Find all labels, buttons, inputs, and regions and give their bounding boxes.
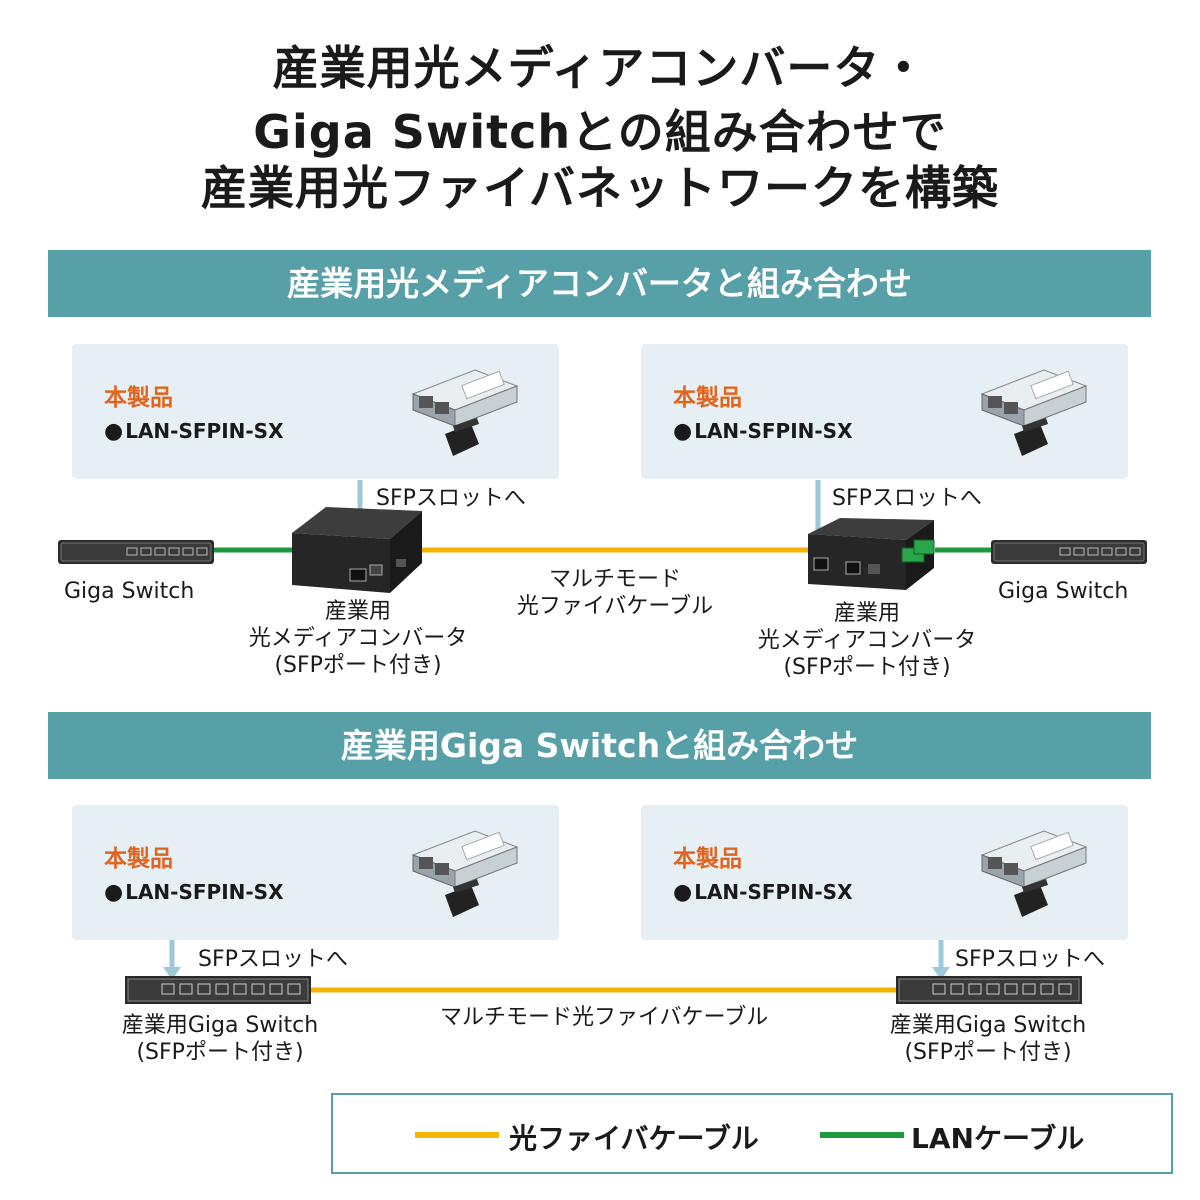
industrial-switch-label-right: 産業用Giga Switch(SFPポート付き) <box>889 1013 1087 1065</box>
legend-fiber-swatch <box>415 1132 499 1138</box>
sfp-slot-label-right: SFPスロットへ <box>832 486 982 511</box>
bullet-icon: ● <box>673 419 693 444</box>
sfp-module-image <box>974 825 1094 920</box>
fiber-cable-label: マルチモード光ファイバケーブル <box>440 1005 769 1030</box>
sfp-slot-label-left: SFPスロットへ <box>376 486 526 511</box>
giga-switch-label-left: Giga Switch <box>64 579 195 604</box>
giga-switch-left-image <box>57 537 215 567</box>
industrial-switch-right-image <box>895 974 1083 1006</box>
sfp-module-image <box>405 364 525 459</box>
legend: 光ファイバケーブル LANケーブル <box>331 1093 1173 1174</box>
main-title-line2: Giga Switchとの組み合わせで <box>253 105 947 159</box>
legend-fiber-label: 光ファイバケーブル <box>509 1122 759 1155</box>
section1-product-box-left: 本製品 ●LAN-SFPIN-SX <box>72 344 559 479</box>
giga-switch-right-image <box>990 537 1148 567</box>
media-converter-label-right: 産業用光メディアコンバータ(SFPポート付き) <box>757 601 977 680</box>
section2-connections <box>163 940 950 993</box>
media-converter-label-left: 産業用光メディアコンバータ(SFPポート付き) <box>248 599 468 678</box>
sfp-slot-label-right: SFPスロットへ <box>955 947 1105 972</box>
media-converter-left-image <box>290 503 425 595</box>
fiber-cable-label: マルチモード光ファイバケーブル <box>516 567 714 619</box>
product-model: ●LAN-SFPIN-SX <box>104 880 284 905</box>
industrial-switch-left-image <box>124 974 312 1006</box>
bullet-icon: ● <box>673 880 693 905</box>
sfp-module-image <box>974 364 1094 459</box>
product-label: 本製品 <box>104 385 173 411</box>
section2-heading: 産業用Giga Switchと組み合わせ <box>48 712 1151 779</box>
main-title-line1: 産業用光メディアコンバータ・ <box>272 41 928 95</box>
section2-product-box-left: 本製品 ●LAN-SFPIN-SX <box>72 805 559 940</box>
giga-switch-label-right: Giga Switch <box>998 579 1129 604</box>
section2-product-box-right: 本製品 ●LAN-SFPIN-SX <box>641 805 1128 940</box>
section1-product-box-right: 本製品 ●LAN-SFPIN-SX <box>641 344 1128 479</box>
main-title-line3: 産業用光ファイバネットワークを構築 <box>200 161 1000 215</box>
arrow-down-icon <box>932 967 950 980</box>
product-model: ●LAN-SFPIN-SX <box>673 419 853 444</box>
media-converter-right-image <box>806 514 938 594</box>
bullet-icon: ● <box>104 419 124 444</box>
section1-heading: 産業用光メディアコンバータと組み合わせ <box>48 250 1151 317</box>
bullet-icon: ● <box>104 880 124 905</box>
legend-lan-label: LANケーブル <box>911 1122 1085 1155</box>
product-label: 本製品 <box>673 385 742 411</box>
arrow-down-icon <box>163 967 181 980</box>
sfp-module-image <box>405 825 525 920</box>
sfp-slot-label-left: SFPスロットへ <box>198 947 348 972</box>
product-model: ●LAN-SFPIN-SX <box>673 880 853 905</box>
legend-lan-swatch <box>820 1132 904 1138</box>
product-model: ●LAN-SFPIN-SX <box>104 419 284 444</box>
product-label: 本製品 <box>673 846 742 872</box>
product-label: 本製品 <box>104 846 173 872</box>
industrial-switch-label-left: 産業用Giga Switch(SFPポート付き) <box>121 1013 319 1065</box>
